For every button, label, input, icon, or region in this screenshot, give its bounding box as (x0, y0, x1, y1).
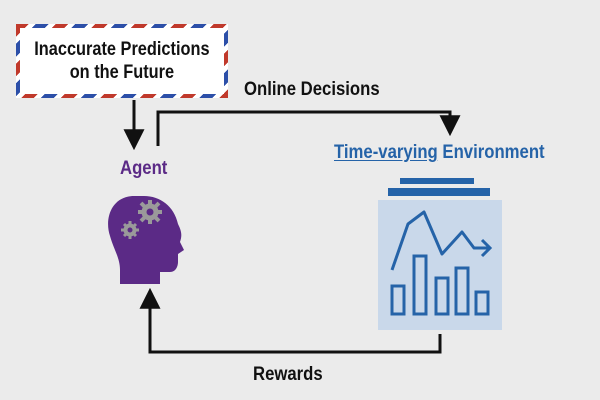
prediction-box-inner: Inaccurate Predictions on the Future (20, 28, 224, 94)
head-with-gears-icon (108, 196, 184, 284)
online-decisions-label: Online Decisions (244, 79, 380, 100)
rewards-arrow (139, 287, 442, 354)
environment-label-rest: Environment (437, 142, 545, 163)
environment-label-underlined: Time-varying (334, 142, 438, 163)
environment-label: Time-varying Environment (334, 142, 545, 164)
prediction-box: Inaccurate Predictions on the Future (16, 24, 228, 98)
agent-label: Agent (120, 158, 168, 179)
rewards-label: Rewards (253, 364, 323, 385)
online-decisions-arrow (156, 110, 461, 146)
prediction-text: Inaccurate Predictions on the Future (34, 39, 210, 83)
server-chart-icon (378, 178, 502, 330)
